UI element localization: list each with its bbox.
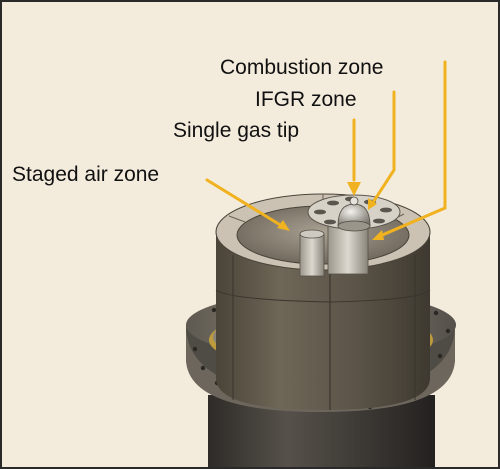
label-combustion-zone: Combustion zone xyxy=(220,56,384,79)
refractory-body xyxy=(215,232,431,410)
label-ifgr-zone: IFGR zone xyxy=(255,88,357,111)
leader-ifgr-zone xyxy=(370,90,396,206)
leader-lines xyxy=(205,60,447,238)
leader-staged-air-zone xyxy=(205,178,284,228)
label-staged-air-zone: Staged air zone xyxy=(12,163,160,186)
leader-combustion-zone xyxy=(378,60,447,238)
burner-internals xyxy=(299,194,401,277)
lower-duct xyxy=(208,395,435,469)
label-single-gas-tip: Single gas tip xyxy=(173,119,300,142)
leader-arrowheads xyxy=(277,182,384,240)
